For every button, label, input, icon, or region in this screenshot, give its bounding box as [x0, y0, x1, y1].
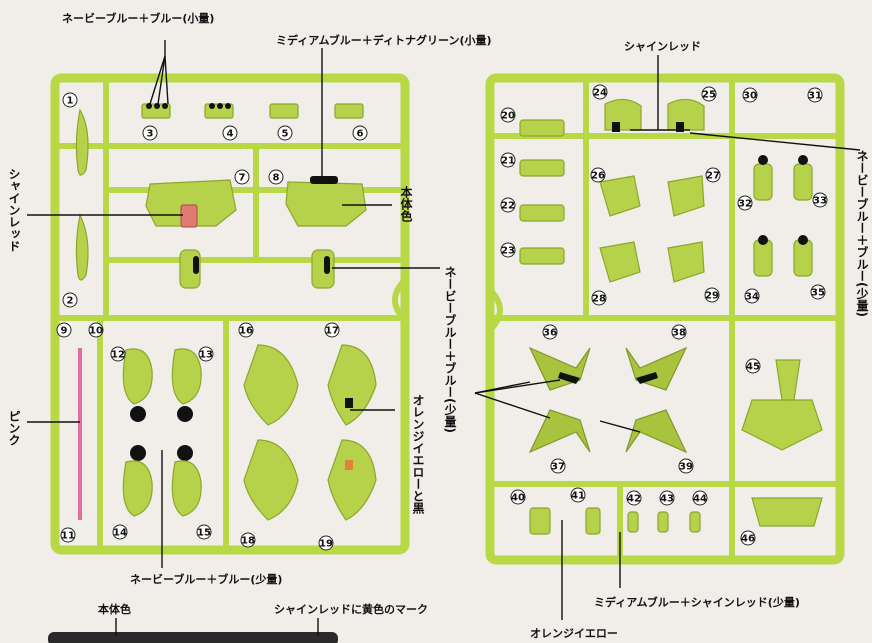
callout-medium-blue-shine-red: ミディアムブルー＋シャインレッド(少量): [594, 595, 800, 609]
part-8: [285, 181, 367, 227]
right-runner: [485, 73, 845, 565]
svg-text:27: 27: [706, 171, 720, 182]
part-15: [171, 460, 202, 517]
callout-pink: ピンク: [7, 410, 21, 446]
svg-text:2: 2: [67, 296, 74, 307]
svg-text:38: 38: [672, 328, 686, 339]
callout-body-color-mid: 本体色: [399, 185, 413, 223]
callout-shine-red-left: シャインレッド: [7, 168, 21, 252]
part-13: [171, 348, 202, 405]
svg-text:18: 18: [241, 536, 255, 547]
svg-text:3: 3: [147, 129, 154, 140]
part-19: [327, 439, 377, 521]
svg-text:30: 30: [743, 91, 757, 102]
svg-text:7: 7: [239, 173, 246, 184]
svg-text:31: 31: [808, 91, 822, 102]
part-1: [75, 108, 89, 176]
part-18: [243, 439, 299, 521]
svg-text:22: 22: [501, 201, 515, 212]
svg-text:1: 1: [67, 96, 74, 107]
svg-text:26: 26: [591, 171, 605, 182]
svg-text:13: 13: [199, 350, 213, 361]
svg-text:15: 15: [197, 528, 211, 539]
callout-navy-blue-mid: ネービーブルー＋ブルー(少量): [443, 266, 457, 433]
svg-text:43: 43: [660, 494, 674, 505]
right-parts: [519, 98, 823, 535]
svg-text:24: 24: [593, 88, 607, 99]
svg-text:44: 44: [693, 494, 707, 505]
svg-text:35: 35: [811, 288, 825, 299]
svg-text:33: 33: [813, 196, 827, 207]
svg-text:36: 36: [543, 328, 557, 339]
svg-text:16: 16: [239, 326, 253, 337]
callout-body-color-bottom: 本体色: [98, 602, 131, 616]
part-5: [269, 103, 299, 119]
svg-text:25: 25: [702, 90, 716, 101]
svg-text:17: 17: [325, 326, 339, 337]
svg-text:4: 4: [227, 129, 234, 140]
svg-text:12: 12: [111, 350, 125, 361]
part-2: [75, 213, 89, 281]
svg-text:34: 34: [745, 292, 759, 303]
left-parts: [75, 103, 377, 521]
callout-orange-yellow-bottom: オレンジイエロー: [530, 627, 618, 640]
part-17: [327, 344, 377, 426]
svg-text:20: 20: [501, 111, 515, 122]
callout-orange-yellow-black: オレンジイエローと黒: [411, 394, 425, 515]
svg-text:11: 11: [61, 531, 75, 542]
callout-shine-red-yellow-mark: シャインレッドに黄色のマーク: [274, 602, 428, 616]
svg-text:6: 6: [357, 129, 364, 140]
shine-red-mark: [180, 204, 198, 228]
leader-lines: [27, 40, 861, 620]
svg-text:32: 32: [738, 199, 752, 210]
svg-text:37: 37: [551, 462, 565, 473]
svg-text:40: 40: [511, 493, 525, 504]
svg-text:8: 8: [273, 173, 280, 184]
callouts: ネービーブルー＋ブルー(小量) ミディアムブルー＋ディトナグリーン(小量) シャ…: [7, 11, 869, 640]
svg-text:39: 39: [679, 462, 693, 473]
svg-text:42: 42: [627, 494, 641, 505]
part-12: [122, 348, 153, 405]
callout-navy-blue-small-top: ネービーブルー＋ブルー(小量): [62, 11, 214, 25]
svg-text:23: 23: [501, 246, 515, 257]
svg-text:14: 14: [113, 528, 127, 539]
svg-text:41: 41: [571, 491, 585, 502]
svg-text:10: 10: [89, 326, 103, 337]
svg-text:19: 19: [319, 539, 333, 550]
part-6: [334, 103, 364, 119]
callout-navy-blue-right: ネービーブルー＋ブルー(少量): [855, 150, 869, 317]
svg-text:46: 46: [741, 534, 755, 545]
callout-navy-blue-bottom: ネービーブルー＋ブルー(少量): [130, 572, 282, 586]
svg-text:5: 5: [282, 129, 289, 140]
part-14: [122, 460, 153, 517]
next-diagram-edge: [48, 632, 338, 643]
svg-text:21: 21: [501, 156, 515, 167]
svg-text:9: 9: [61, 326, 68, 337]
part-number-badges: 1 2 3 4 5 6 7 8 9 10 11 12 13 14 15 16 1…: [56, 84, 828, 551]
svg-text:28: 28: [592, 294, 606, 305]
svg-text:45: 45: [746, 362, 760, 373]
callout-shine-red-top: シャインレッド: [624, 40, 701, 53]
svg-text:29: 29: [705, 291, 719, 302]
part-16: [243, 344, 299, 426]
callout-medium-blue-dayton-green: ミディアムブルー＋ディトナグリーン(小量): [276, 33, 492, 47]
